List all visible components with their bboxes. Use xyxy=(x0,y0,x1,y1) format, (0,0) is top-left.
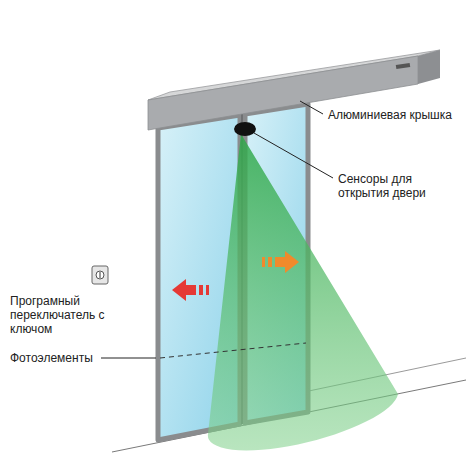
key-switch xyxy=(92,266,108,284)
callout-label: Фотоэлементы xyxy=(10,351,93,365)
beam-end xyxy=(418,50,440,84)
callout-label: Сенсоры для открытия двери xyxy=(338,172,458,200)
callout-label: Програмный переключатель с ключом xyxy=(10,294,135,336)
sensor xyxy=(234,122,256,136)
open-arrow-left xyxy=(172,279,209,301)
callout-label: Алюминиевая крышка xyxy=(328,108,452,122)
leader-line xyxy=(101,358,156,359)
photocell-beam xyxy=(160,343,306,358)
leader-line xyxy=(300,101,323,114)
open-arrow-right xyxy=(262,251,299,273)
leader-line xyxy=(254,133,333,178)
brand-plate xyxy=(396,63,410,69)
